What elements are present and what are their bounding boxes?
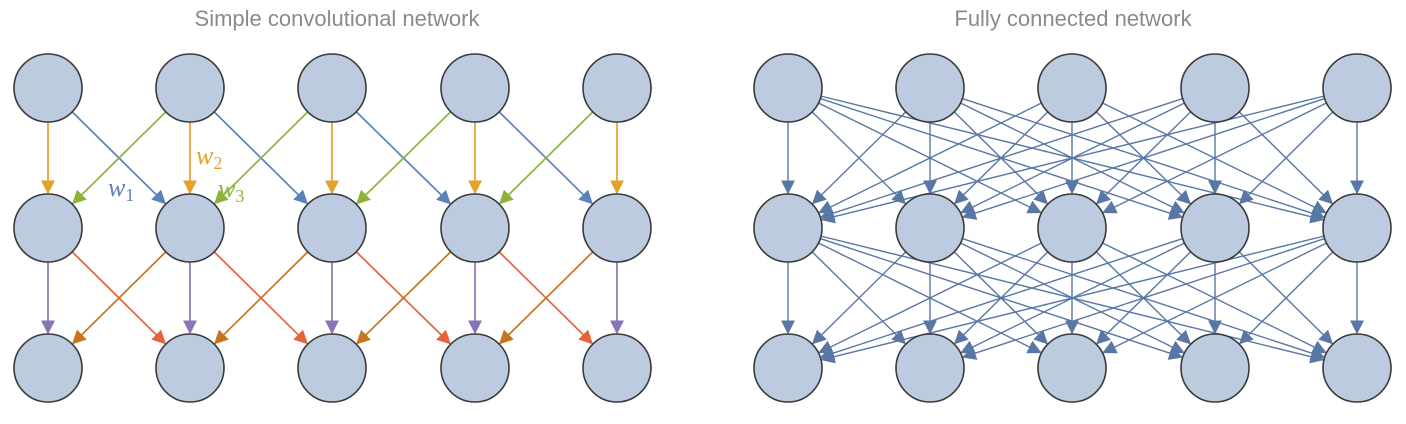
- fc-node-r1-c5: [1322, 53, 1392, 123]
- conv-edge-l1-2-1: [213, 111, 309, 205]
- fc-node-r3-c4: [1180, 333, 1250, 403]
- right-panel-nodes: [753, 53, 1392, 403]
- fc-edge-l2-4-0: [820, 235, 1325, 364]
- fc-node-r2-c2: [895, 193, 965, 263]
- fc-edge-l2-2-0: [818, 242, 1042, 354]
- fc-node-r3-c5: [1322, 333, 1392, 403]
- fc-node-r1-c3: [1037, 53, 1107, 123]
- conv-edge-l2-4-3: [498, 251, 594, 345]
- fc-edge-l2-4-1: [961, 237, 1325, 360]
- fc-node-r1-c2: [895, 53, 965, 123]
- fc-edge-l1-2-0: [818, 102, 1042, 214]
- fc-edge-l1-4-3: [1238, 111, 1334, 205]
- fc-edge-l1-4-0: [820, 95, 1325, 224]
- conv-edge-l1-3-2: [356, 111, 452, 205]
- conv-edge-l2-2-1: [213, 251, 309, 345]
- fc-node-r2-c1: [753, 193, 823, 263]
- conv-node-r2-c4: [440, 193, 510, 263]
- fc-node-r2-c4: [1180, 193, 1250, 263]
- fc-edge-l1-4-1: [961, 97, 1325, 220]
- fc-node-r2-c3: [1037, 193, 1107, 263]
- fc-node-r3-c3: [1037, 333, 1107, 403]
- weight-label-1: w1: [108, 173, 134, 205]
- conv-node-r3-c5: [582, 333, 652, 403]
- conv-node-r1-c2: [155, 53, 225, 123]
- conv-node-r3-c1: [13, 333, 83, 403]
- conv-node-r3-c4: [440, 333, 510, 403]
- fc-node-r1-c1: [753, 53, 823, 123]
- fc-node-r3-c2: [895, 333, 965, 403]
- fc-edge-l2-4-3: [1238, 251, 1334, 345]
- conv-edge-l1-4-3: [498, 111, 594, 205]
- left-panel-nodes: [13, 53, 652, 403]
- right-panel-title: Fully connected network: [954, 6, 1192, 31]
- conv-node-r2-c2: [155, 193, 225, 263]
- fc-edge-l2-3-0: [819, 237, 1183, 360]
- conv-node-r1-c1: [13, 53, 83, 123]
- conv-node-r2-c5: [582, 193, 652, 263]
- conv-node-r2-c1: [13, 193, 83, 263]
- conv-edge-l2-3-2: [356, 251, 452, 345]
- left-panel-edges: [41, 111, 624, 345]
- left-panel-title: Simple convolutional network: [195, 6, 481, 31]
- fc-edge-l1-3-0: [819, 97, 1183, 220]
- conv-node-r2-c3: [297, 193, 367, 263]
- right-panel-edges: [781, 95, 1364, 364]
- conv-node-r1-c3: [297, 53, 367, 123]
- fc-node-r2-c5: [1322, 193, 1392, 263]
- weight-label-3: w3: [218, 174, 244, 206]
- conv-node-r3-c2: [155, 333, 225, 403]
- weight-label-2: w2: [196, 141, 222, 173]
- fc-node-r1-c4: [1180, 53, 1250, 123]
- conv-node-r3-c3: [297, 333, 367, 403]
- fc-edge-l2-1-0: [811, 251, 907, 345]
- conv-node-r1-c5: [582, 53, 652, 123]
- fc-node-r3-c1: [753, 333, 823, 403]
- fc-edge-l1-4-2: [1102, 102, 1327, 214]
- conv-edge-l2-1-0: [71, 251, 167, 345]
- fc-edge-l1-1-0: [811, 111, 907, 205]
- fc-edge-l2-4-2: [1102, 242, 1327, 354]
- conv-edge-l1-1-0: [71, 111, 167, 205]
- conv-node-r1-c4: [440, 53, 510, 123]
